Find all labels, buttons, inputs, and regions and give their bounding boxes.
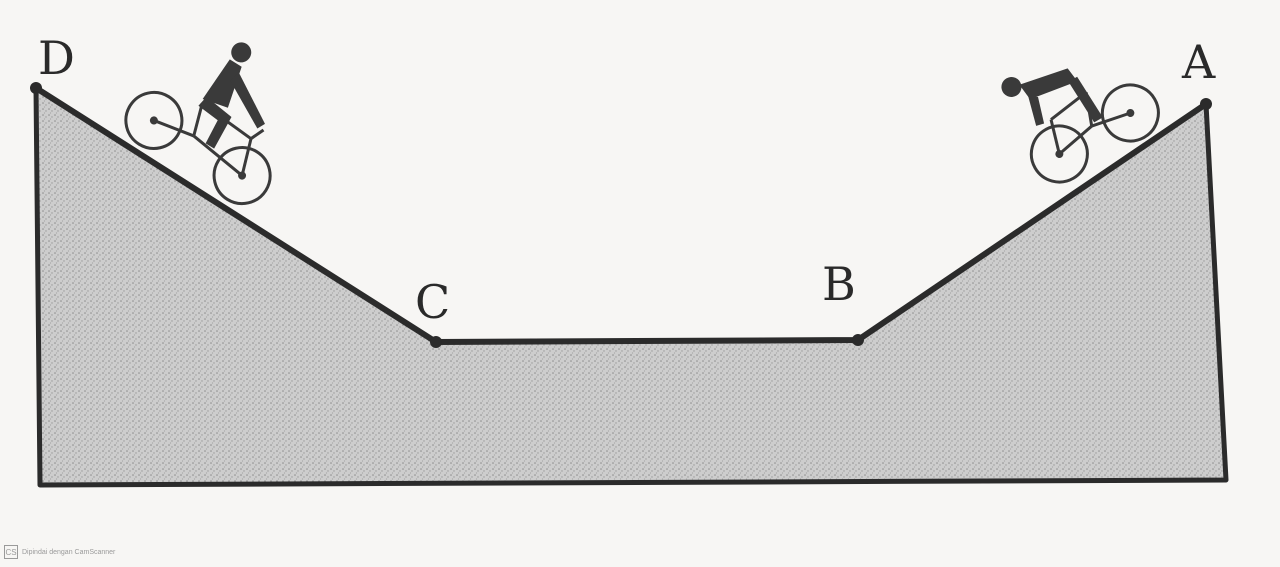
point-label-D: D — [38, 31, 75, 85]
point-label-C: C — [415, 275, 450, 329]
vertex-C — [430, 336, 442, 348]
scanner-watermark: CS Dipindai dengan CamScanner — [4, 545, 115, 559]
track-surface — [34, 85, 1208, 345]
vertex-A — [1200, 98, 1212, 110]
watermark-text: Dipindai dengan CamScanner — [22, 548, 116, 556]
point-label-B: B — [822, 257, 856, 311]
point-label-A: A — [1181, 35, 1216, 89]
cyclist-icon — [1001, 68, 1160, 184]
vertex-D — [30, 82, 42, 94]
vertex-B — [852, 334, 864, 346]
camscanner-badge: CS — [4, 545, 18, 559]
cyclist-icon — [124, 42, 272, 206]
